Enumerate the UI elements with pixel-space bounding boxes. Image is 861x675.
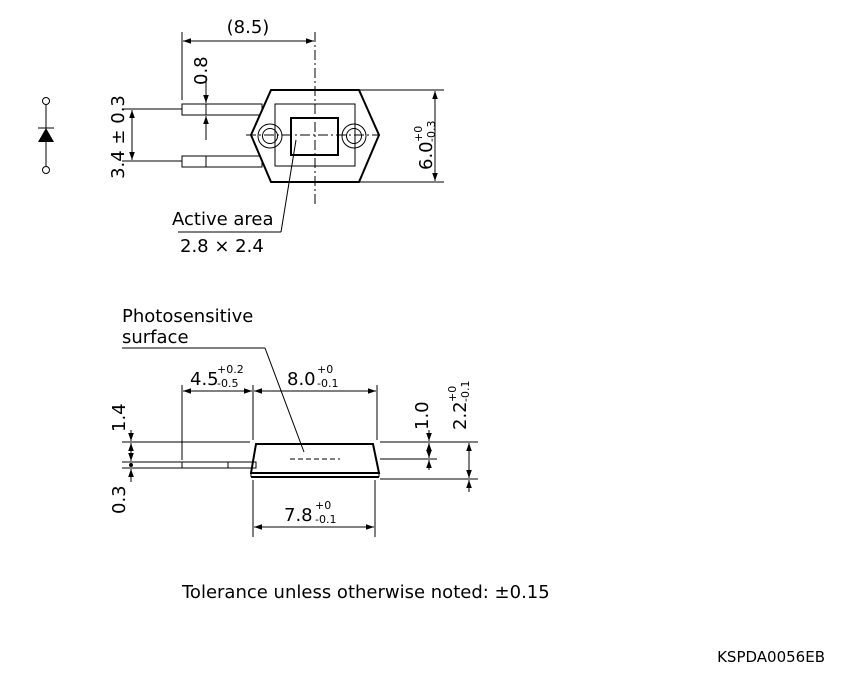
- dim-width: (8.5): [227, 17, 270, 38]
- document-code: KSPDA0056EB: [717, 648, 825, 666]
- dim-top-length: 8.0 +0 -0.1: [287, 363, 338, 390]
- active-area-size: 2.8 × 2.4: [180, 236, 264, 257]
- dim-lead-width: 0.8: [191, 56, 212, 85]
- svg-text:+0.2: +0.2: [217, 363, 244, 376]
- svg-text:-0.1: -0.1: [459, 381, 472, 402]
- active-area-label: Active area: [172, 209, 274, 230]
- top-view: (8.5) 0.8 3.4 ± 0.3 6.0 +0 -0.3 Active a…: [108, 17, 444, 257]
- dim-height-3: 1.0: [412, 401, 433, 430]
- dim-height: 6.0 +0 -0.3: [412, 121, 438, 170]
- svg-text:2.2: 2.2: [450, 401, 471, 430]
- svg-text:-0.1: -0.1: [317, 377, 338, 390]
- svg-text:+0: +0: [315, 499, 331, 512]
- side-view: Photosensitive surface 4.5 +0.2 -0.5 8.0…: [109, 306, 478, 537]
- svg-text:7.8: 7.8: [284, 505, 313, 526]
- svg-text:-0.5: -0.5: [217, 377, 238, 390]
- photosensitive-label-2: surface: [122, 327, 189, 348]
- dim-lead-length: 4.5 +0.2 -0.5: [190, 363, 244, 390]
- svg-text:6.0: 6.0: [416, 141, 437, 170]
- dim-bottom-length: 7.8 +0 -0.1: [284, 499, 336, 526]
- dim-lead-pitch: 3.4 ± 0.3: [108, 95, 129, 179]
- diode-symbol-icon: [38, 97, 54, 174]
- svg-text:+0: +0: [317, 363, 333, 376]
- svg-text:-0.1: -0.1: [315, 513, 336, 526]
- svg-text:4.5: 4.5: [190, 369, 219, 390]
- svg-text:-0.3: -0.3: [425, 121, 438, 142]
- svg-text:+0: +0: [412, 126, 425, 142]
- side-lead: [181, 461, 257, 469]
- dim-height-4: 2.2 +0 -0.1: [446, 381, 472, 430]
- dim-height-2: 0.3: [109, 485, 130, 514]
- photosensitive-label-1: Photosensitive: [122, 306, 253, 327]
- tolerance-note: Tolerance unless otherwise noted: ±0.15: [181, 582, 550, 603]
- svg-text:8.0: 8.0: [287, 369, 316, 390]
- dim-height-1: 1.4: [109, 403, 130, 432]
- svg-text:+0: +0: [446, 386, 459, 402]
